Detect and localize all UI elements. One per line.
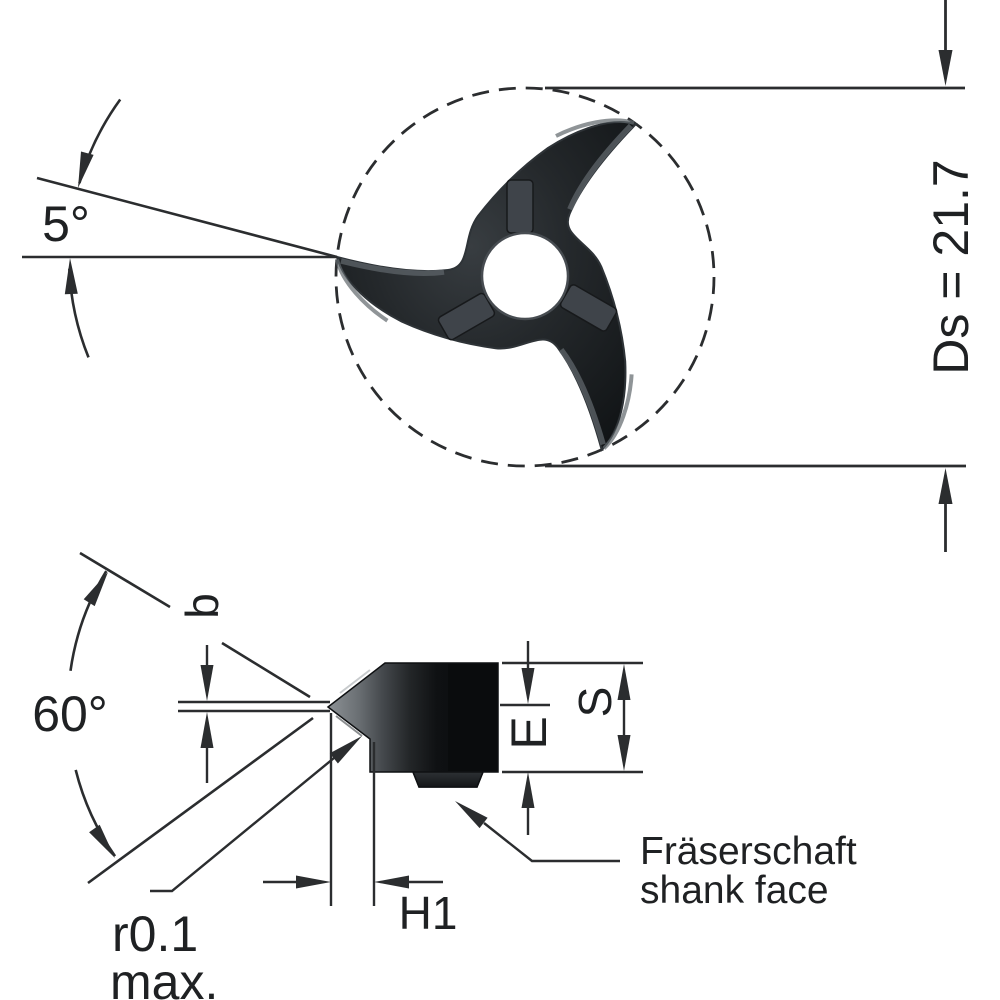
dim-arrow: [374, 875, 409, 889]
shank-face-label-de: Fräserschaft: [640, 830, 857, 873]
dim-arrow: [83, 572, 108, 607]
insert-side-shadow-face: [448, 664, 497, 771]
clearance-angle-label: 5°: [42, 196, 90, 252]
insert-side-view: [326, 662, 499, 788]
dim-arrow: [617, 664, 631, 700]
dim-arrow: [521, 668, 535, 704]
dim-arrow: [78, 151, 94, 188]
dim-arrow: [329, 736, 362, 764]
shank-face-label-en: shank face: [640, 869, 829, 912]
thickness-label: S: [569, 687, 621, 718]
point-angle-arc-upper: [69, 570, 108, 671]
tip-height-label: E: [501, 716, 557, 749]
dim-arrow: [938, 50, 953, 86]
point-angle-arc-lower: [74, 769, 117, 857]
insert-boss-hub: [411, 771, 485, 788]
insert-center-hole: [480, 231, 570, 321]
dim-arrow: [617, 735, 631, 771]
corner-radius-leader: [150, 757, 335, 893]
dim-arrow: [296, 875, 331, 889]
cone-highlight-streak: [339, 669, 371, 694]
top-view-labels: 5° Ds = 21.7: [42, 159, 979, 374]
top-view-arrowheads: [64, 50, 953, 504]
dim-arrow: [455, 801, 488, 829]
tip-overhang-label: H1: [399, 887, 458, 939]
corner-radius-qualifier-label: max.: [110, 954, 218, 1000]
dim-arrow: [521, 772, 535, 808]
dim-arrow: [200, 665, 214, 701]
top-view-dimension-lines: [22, 0, 966, 552]
groove-width-label: b: [176, 593, 228, 619]
dim-arrow: [938, 468, 953, 504]
side-view-labels: 60° b r0.1 max. H1 E S Fräserschaft shan…: [32, 593, 857, 1000]
dim-arrow: [200, 712, 214, 748]
cone-shadow-streak: [335, 715, 363, 737]
point-angle-label: 60°: [32, 686, 108, 742]
cutting-diameter-label: Ds = 21.7: [923, 159, 979, 374]
point-angle-leg-upper-b: [221, 641, 311, 699]
clearance-angle-flank-line: [36, 176, 338, 259]
corner-radius-label: r0.1: [112, 906, 198, 962]
insert-top-view: [335, 120, 753, 515]
point-angle-leg-upper-a: [79, 551, 171, 609]
side-view: 60° b r0.1 max. H1 E S Fräserschaft shan…: [32, 551, 857, 1000]
dim-arrow: [64, 258, 78, 295]
side-view-arrowheads: [83, 572, 631, 889]
cutting-circle-dashed: [334, 86, 716, 468]
top-view: 5° Ds = 21.7: [22, 0, 979, 552]
shank-face-leader: [483, 822, 620, 863]
dim-arrow: [89, 824, 115, 858]
point-angle-leg-lower: [87, 716, 314, 885]
side-view-dimension-lines: [69, 551, 643, 906]
